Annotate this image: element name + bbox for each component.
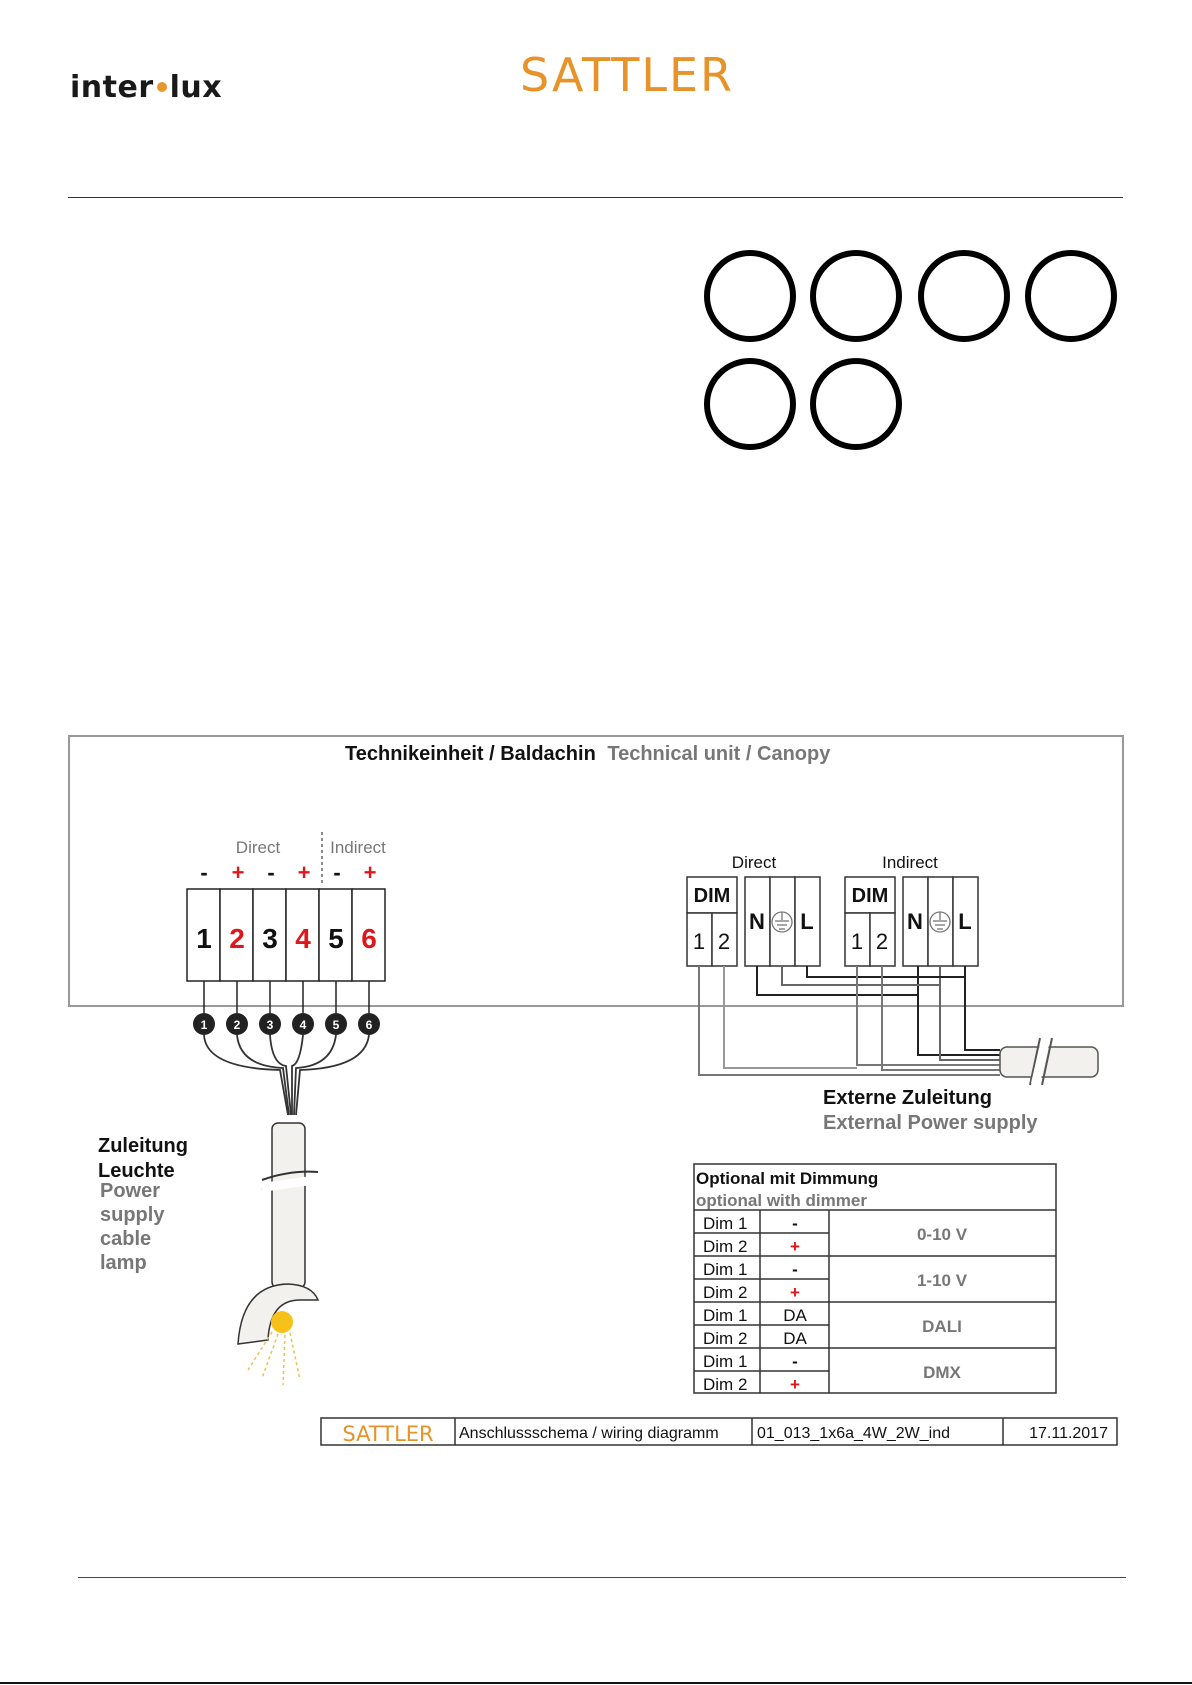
- connector-indirect-pin-1: 1: [851, 929, 863, 954]
- lamp-cable-label-de-2: Leuchte: [98, 1160, 175, 1182]
- terminal-block: [186, 888, 386, 982]
- circle-icon: [810, 250, 902, 342]
- polarity-2: +: [232, 860, 245, 885]
- dim-row1-dim2: Dim 2: [703, 1237, 747, 1256]
- dim-row2-mode: 1-10 V: [917, 1271, 968, 1290]
- connector-indirect-dim: DIM: [852, 885, 889, 907]
- connector-direct-pin-1: 1: [693, 929, 705, 954]
- dim-row4-v2: +: [790, 1375, 800, 1394]
- dimming-table: [693, 1163, 1057, 1394]
- wire-markers: [193, 1013, 380, 1035]
- dim-row2-dim2: Dim 2: [703, 1283, 747, 1302]
- terminal-group-indirect: Indirect: [330, 838, 386, 857]
- wire-marker-3: 3: [267, 1018, 274, 1032]
- polarity-3: -: [267, 860, 274, 885]
- wire-marker-1: 1: [201, 1018, 208, 1032]
- connector-indirect-pin-2: 2: [876, 929, 888, 954]
- circle-icon: [1025, 250, 1117, 342]
- terminal-5: 5: [328, 923, 344, 954]
- lamp-cable-label-en-3: cable: [100, 1228, 151, 1250]
- polarity-6: +: [364, 860, 377, 885]
- dimming-title-de: Optional mit Dimmung: [696, 1169, 878, 1188]
- circle-icon: [918, 250, 1010, 342]
- dim-row4-v1: -: [792, 1352, 798, 1371]
- connector-direct-pin-2: 2: [718, 929, 730, 954]
- terminal-3: 3: [262, 923, 278, 954]
- technical-unit-box: [68, 735, 1124, 1007]
- wire-marker-6: 6: [366, 1018, 373, 1032]
- external-cable: [999, 1037, 1099, 1086]
- title-block-code: 01_013_1x6a_4W_2W_ind: [757, 1425, 950, 1442]
- polarity-5: -: [333, 860, 340, 885]
- connector-direct-dim: DIM: [694, 885, 731, 907]
- polarity-4: +: [298, 860, 311, 885]
- terminal-6: 6: [361, 923, 377, 954]
- terminal-group-direct: Direct: [236, 838, 281, 857]
- dim-row3-mode: DALI: [922, 1317, 962, 1336]
- lamp-cable-label-en-1: Power: [100, 1180, 160, 1202]
- external-label-de: Externe Zuleitung: [823, 1087, 992, 1109]
- interlux-logo-part-b: lux: [169, 70, 223, 105]
- lamp-cable-label-en-2: supply: [100, 1204, 165, 1226]
- lamp-icon: [237, 1283, 320, 1386]
- terminal-1: 1: [196, 923, 212, 954]
- dim-row4-dim2: Dim 2: [703, 1375, 747, 1394]
- dim-row3-v1: DA: [783, 1306, 807, 1325]
- connector-direct-title: Direct: [732, 853, 777, 872]
- circle-icon: [704, 250, 796, 342]
- sattler-logo: SATTLER: [520, 48, 734, 102]
- dim-row3-dim1: Dim 1: [703, 1306, 747, 1325]
- connector-direct-n: N: [749, 909, 765, 934]
- terminal-4: 4: [295, 923, 311, 954]
- header-divider: [68, 197, 1123, 198]
- dim-row1-v2: +: [790, 1237, 800, 1256]
- lamp-cable-label-en-4: lamp: [100, 1252, 147, 1274]
- lamp-cable: [261, 1122, 319, 1289]
- unit-title: Technikeinheit / Baldachin Technical uni…: [345, 743, 831, 765]
- dimming-title-en: optional with dimmer: [696, 1191, 867, 1210]
- ground-icon: [771, 911, 793, 933]
- connector-wires: [698, 966, 1000, 1076]
- interlux-logo-part-a: inter: [70, 70, 154, 105]
- dim-row4-dim1: Dim 1: [703, 1352, 747, 1371]
- connector-direct-l: L: [800, 909, 813, 934]
- dim-row3-dim2: Dim 2: [703, 1329, 747, 1348]
- wire-marker-4: 4: [300, 1018, 307, 1032]
- circle-icon: [810, 358, 902, 450]
- dim-row2-v2: +: [790, 1283, 800, 1302]
- connector-indirect-n: N: [907, 909, 923, 934]
- dim-row1-dim1: Dim 1: [703, 1214, 747, 1233]
- polarity-1: -: [200, 860, 207, 885]
- dim-row4-mode: DMX: [923, 1363, 961, 1382]
- footer-divider: [78, 1577, 1126, 1578]
- title-block-description: Anschlussschema / wiring diagramm: [459, 1425, 719, 1442]
- connector-indirect-l: L: [958, 909, 971, 934]
- dim-row2-dim1: Dim 1: [703, 1260, 747, 1279]
- dim-row1-mode: 0-10 V: [917, 1225, 968, 1244]
- title-block: [320, 1417, 1118, 1446]
- title-block-logo: SATTLER: [342, 1422, 433, 1446]
- circle-icon: [704, 358, 796, 450]
- connector-direct: [686, 876, 821, 967]
- title-block-date: 17.11.2017: [1029, 1425, 1108, 1442]
- connector-indirect: [844, 876, 979, 967]
- logo-dot-icon: [156, 81, 167, 92]
- wire-marker-5: 5: [333, 1018, 340, 1032]
- dim-row1-v1: -: [792, 1214, 798, 1233]
- connector-indirect-title: Indirect: [882, 853, 938, 872]
- external-label-en: External Power supply: [823, 1112, 1038, 1134]
- page-edge: [0, 1682, 1192, 1684]
- dim-row2-v1: -: [792, 1260, 798, 1279]
- lamp-cable-label-de-1: Zuleitung: [98, 1135, 188, 1157]
- interlux-logo: inter lux: [70, 70, 222, 105]
- terminal-2: 2: [229, 923, 245, 954]
- dim-row3-v2: DA: [783, 1329, 807, 1348]
- lamp-cable-wires: [203, 1034, 370, 1116]
- ground-icon: [929, 911, 951, 933]
- wire-marker-2: 2: [234, 1018, 241, 1032]
